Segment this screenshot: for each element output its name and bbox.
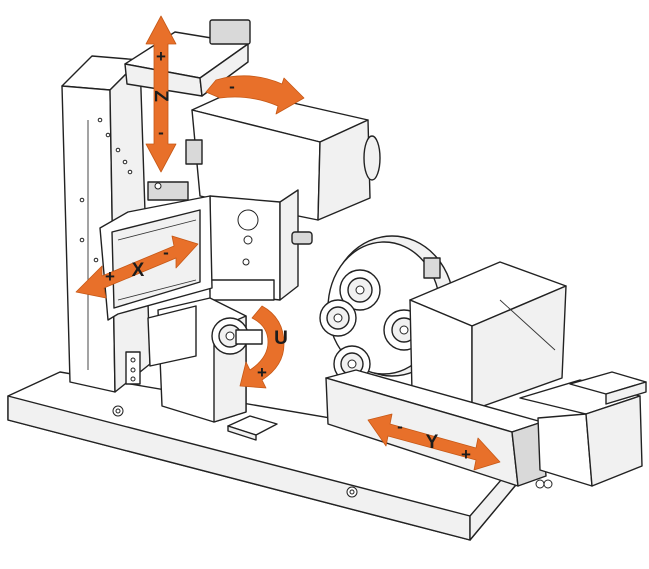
grinding-wheel [339, 269, 381, 311]
z-axis-arrow: + Z - [145, 15, 177, 173]
y-plus-label: + [461, 445, 471, 464]
spindle-body [209, 189, 313, 301]
wheel-turret [319, 235, 455, 383]
x-axis-label: X [132, 260, 145, 281]
z-minus-label: - [158, 123, 164, 142]
z-plus-label: + [156, 47, 166, 66]
x-minus-label: - [163, 243, 169, 262]
y-axis-label: Y [426, 432, 439, 453]
u-plus-label: + [257, 363, 267, 382]
drive-box [409, 261, 567, 411]
x-axis-arrow: + X - [75, 235, 199, 299]
z-axis-label: Z [150, 90, 171, 102]
u-axis-label: U [274, 328, 288, 349]
y-minus-label: - [397, 417, 403, 436]
y-axis-arrow: - Y + [367, 413, 501, 471]
spindle-housing [185, 89, 381, 221]
right-end-block [519, 371, 647, 489]
u-axis-arrow: + U [239, 305, 288, 389]
y-slide-rail [325, 369, 547, 487]
rotary-top-minus-label: - [229, 77, 235, 96]
rotary-top-arrow: - [205, 75, 305, 115]
x-plus-label: + [105, 267, 115, 286]
grinding-wheel [319, 299, 357, 337]
u-axis-unit [147, 297, 263, 423]
